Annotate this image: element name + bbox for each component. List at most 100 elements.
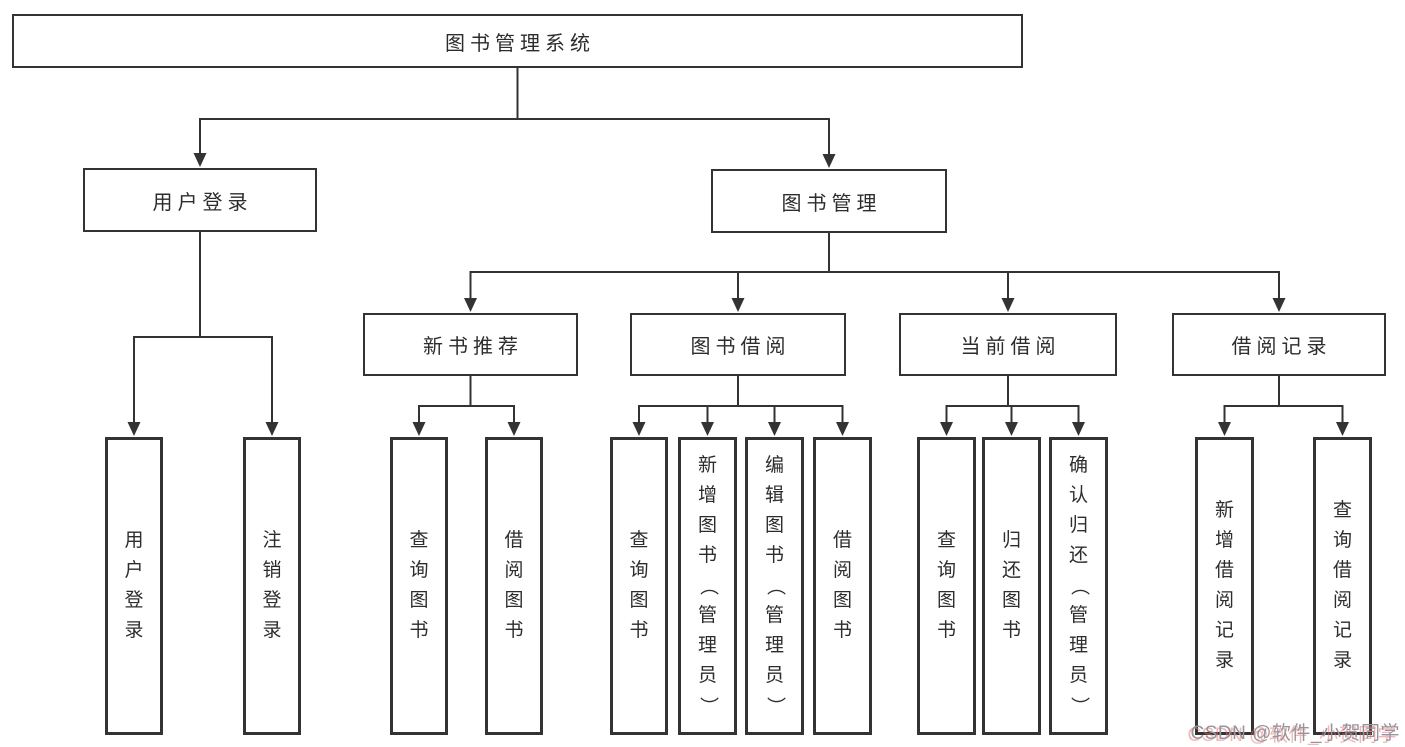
node-label-char: 录 <box>124 620 144 641</box>
arrowhead <box>464 298 477 312</box>
node-label: 新增图书（管理员） <box>697 451 718 721</box>
node-label: 注销登录 <box>262 526 281 646</box>
node-label: 借阅记录 <box>1231 336 1332 358</box>
node-leaf-query-books-current: 查询图书 <box>917 437 976 735</box>
arrowhead <box>768 422 781 436</box>
node-leaf-query-books-rec: 查询图书 <box>390 437 448 735</box>
node-leaf-add-borrow-record: 新增借阅记录 <box>1195 437 1254 735</box>
arrowhead <box>632 422 646 436</box>
node-label-char: 书 <box>504 620 524 641</box>
node-current-borrowing: 当前借阅 <box>899 313 1117 376</box>
node-label: 当前借阅 <box>960 336 1061 358</box>
node-label-char: 阅 <box>1332 590 1352 611</box>
node-label-char: 注 <box>262 530 282 551</box>
arrowhead <box>836 422 849 436</box>
node-new-book-rec: 新书推荐 <box>363 313 578 376</box>
node-label-char: 书 <box>629 620 649 641</box>
node-leaf-query-books-borrow: 查询图书 <box>610 437 668 735</box>
node-label: 借阅图书 <box>833 526 852 646</box>
arrowhead <box>507 422 521 436</box>
node-label: 编辑图书（管理员） <box>764 451 785 721</box>
node-label-char: 图 <box>764 515 784 536</box>
node-label-char: 记 <box>1332 620 1352 641</box>
node-label-char: 借 <box>1214 560 1234 581</box>
node-label-char: 查 <box>409 530 429 551</box>
node-label-char: 借 <box>832 530 852 551</box>
node-label-char: 书 <box>764 545 784 566</box>
node-label-char: 登 <box>124 590 144 611</box>
node-label: 借阅图书 <box>504 526 523 646</box>
node-label-char: 询 <box>629 560 649 581</box>
arrowhead <box>940 422 953 436</box>
node-borrowing-records: 借阅记录 <box>1172 313 1386 376</box>
node-book-mgmt: 图书管理 <box>711 169 947 233</box>
node-label-char: 图 <box>936 590 956 611</box>
node-label-char: （ <box>764 576 786 596</box>
node-label-char: 询 <box>936 560 956 581</box>
node-label-char: 登 <box>262 590 282 611</box>
node-label-char: 录 <box>262 620 282 641</box>
arrowhead <box>412 422 426 436</box>
arrowhead <box>1005 422 1018 436</box>
node-label-char: ） <box>697 696 719 716</box>
node-label-char: 销 <box>262 560 282 581</box>
node-label-char: 增 <box>1214 530 1234 551</box>
arrowhead <box>1272 298 1286 312</box>
node-label-char: 用 <box>124 530 144 551</box>
node-label-char: （ <box>1068 576 1090 596</box>
arrowhead <box>731 298 745 312</box>
node-leaf-add-books-admin: 新增图书（管理员） <box>678 437 737 735</box>
node-label-char: 理 <box>697 635 717 656</box>
node-label-char: 查 <box>629 530 649 551</box>
csdn-watermark: CSDN @软件_小贺同学 <box>1190 723 1400 744</box>
node-label-char: 记 <box>1214 620 1234 641</box>
node-label-char: 图 <box>1001 590 1021 611</box>
node-label: 查询图书 <box>409 526 428 646</box>
node-label-char: 认 <box>1068 485 1088 506</box>
node-label: 用户登录 <box>124 526 143 646</box>
node-label-char: 书 <box>936 620 956 641</box>
arrowhead <box>1072 422 1085 436</box>
node-label-char: 录 <box>1214 650 1234 671</box>
node-label-char: 管 <box>697 605 717 626</box>
node-leaf-edit-books-admin: 编辑图书（管理员） <box>745 437 804 735</box>
node-label-char: 确 <box>1068 455 1088 476</box>
node-leaf-logout: 注销登录 <box>243 437 301 735</box>
node-label-char: （ <box>697 576 719 596</box>
node-label-char: 书 <box>697 545 717 566</box>
node-label: 查询图书 <box>937 526 956 646</box>
node-label: 查询图书 <box>629 526 648 646</box>
node-label-char: ） <box>1068 696 1090 716</box>
node-label-char: 增 <box>697 485 717 506</box>
node-label-char: 图 <box>629 590 649 611</box>
arrowhead <box>265 422 279 436</box>
arrowhead <box>822 154 836 168</box>
node-label: 新增借阅记录 <box>1215 496 1234 676</box>
node-label-char: 户 <box>124 560 144 581</box>
node-label-char: 询 <box>409 560 429 581</box>
node-label: 新书推荐 <box>423 336 523 358</box>
node-label-char: 还 <box>1068 545 1088 566</box>
node-label-char: 员 <box>1068 665 1088 686</box>
node-label-char: 阅 <box>1214 590 1234 611</box>
node-label-char: 书 <box>1001 620 1021 641</box>
node-label-char: 图 <box>832 590 852 611</box>
node-label-char: 图 <box>409 590 429 611</box>
node-label: 查询借阅记录 <box>1333 496 1352 676</box>
node-label-char: 阅 <box>832 560 852 581</box>
node-label-char: 管 <box>764 605 784 626</box>
node-label-char: 员 <box>697 665 717 686</box>
node-user-login: 用户登录 <box>83 168 317 232</box>
node-label-char: 新 <box>1214 500 1234 521</box>
arrowhead <box>1001 298 1015 312</box>
node-label: 图书管理 <box>781 192 882 215</box>
node-label: 用户登录 <box>152 191 253 214</box>
node-leaf-query-borrow-record: 查询借阅记录 <box>1313 437 1372 735</box>
node-leaf-confirm-return-admin: 确认归还（管理员） <box>1049 437 1108 735</box>
node-label: 图书管理系统 <box>445 32 595 55</box>
arrowhead <box>701 422 714 436</box>
node-label: 图书借阅 <box>690 336 791 358</box>
arrowhead <box>127 422 141 436</box>
node-label-char: 查 <box>936 530 956 551</box>
